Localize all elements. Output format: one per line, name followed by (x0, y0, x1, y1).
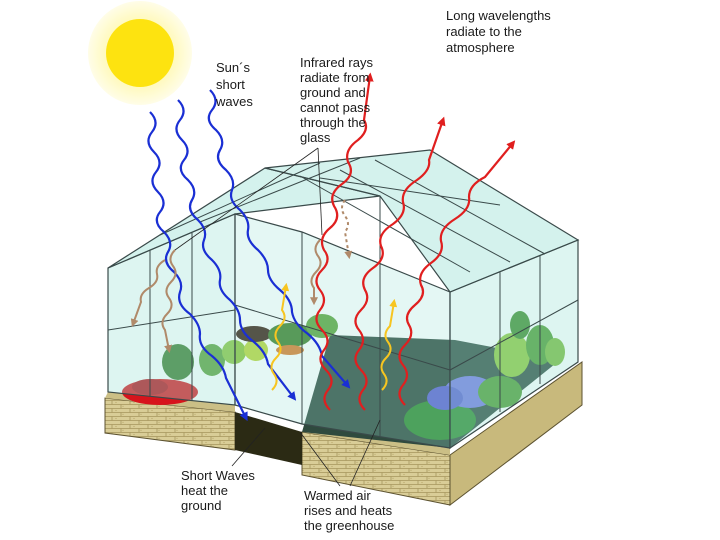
svg-text:ground and: ground and (300, 85, 366, 100)
infrared-leader-line-1 (174, 147, 319, 251)
label-warmed-air: Warmed air rises and heats the greenhous… (299, 419, 394, 533)
svg-text:short: short (216, 77, 245, 92)
svg-text:through the: through the (300, 115, 366, 130)
plants-left-bed (122, 314, 338, 405)
svg-text:ground: ground (181, 498, 221, 513)
label-long-wavelengths: Long wavelengths radiate to the atmosphe… (446, 8, 551, 55)
short-waves-leader-line (231, 427, 266, 467)
glass-front-gable (234, 213, 451, 449)
door-opening (235, 412, 302, 465)
svg-text:waves: waves (215, 94, 253, 109)
warmed-air-rays (270, 282, 398, 391)
svg-text:Sun´s: Sun´s (216, 60, 250, 75)
svg-text:heat the: heat the (181, 483, 228, 498)
infrared-leader-line-2 (317, 147, 323, 236)
long-wave-3 (398, 140, 516, 406)
short-wave-3 (207, 89, 351, 389)
sun-icon (88, 1, 192, 105)
short-waves (147, 89, 351, 422)
svg-text:the greenhouse: the greenhouse (304, 518, 394, 533)
long-wavelength-rays (315, 72, 516, 411)
svg-text:radiate to the: radiate to the (446, 24, 522, 39)
brick-base-side (449, 361, 583, 507)
svg-text:atmosphere: atmosphere (446, 40, 515, 55)
label-short-waves-heat: Short Waves heat the ground (181, 427, 266, 513)
plants-right-bed (404, 311, 565, 440)
svg-text:Short Waves: Short Waves (181, 468, 255, 483)
short-wave-2 (175, 99, 297, 401)
label-sun-short-waves: Sun´s short waves (215, 60, 253, 109)
svg-text:Warmed air: Warmed air (304, 488, 371, 503)
warmed-air-leader-line-2 (349, 419, 381, 487)
svg-text:Long wavelengths: Long wavelengths (446, 8, 551, 23)
svg-text:cannot pass: cannot pass (300, 100, 371, 115)
svg-text:radiate from: radiate from (300, 70, 369, 85)
label-infrared-rays: Infrared rays radiate from ground and ca… (174, 55, 373, 251)
svg-text:Infrared rays: Infrared rays (300, 55, 373, 70)
long-wave-1 (315, 72, 374, 411)
glass-frame (107, 157, 579, 436)
warmed-air-leader-line-1 (299, 431, 341, 487)
svg-text:rises and heats: rises and heats (304, 503, 393, 518)
svg-text:glass: glass (300, 130, 331, 145)
short-wave-1 (147, 111, 248, 422)
greenhouse (104, 149, 583, 507)
long-wave-2 (354, 116, 446, 411)
infrared-reflected-rays (130, 199, 353, 354)
